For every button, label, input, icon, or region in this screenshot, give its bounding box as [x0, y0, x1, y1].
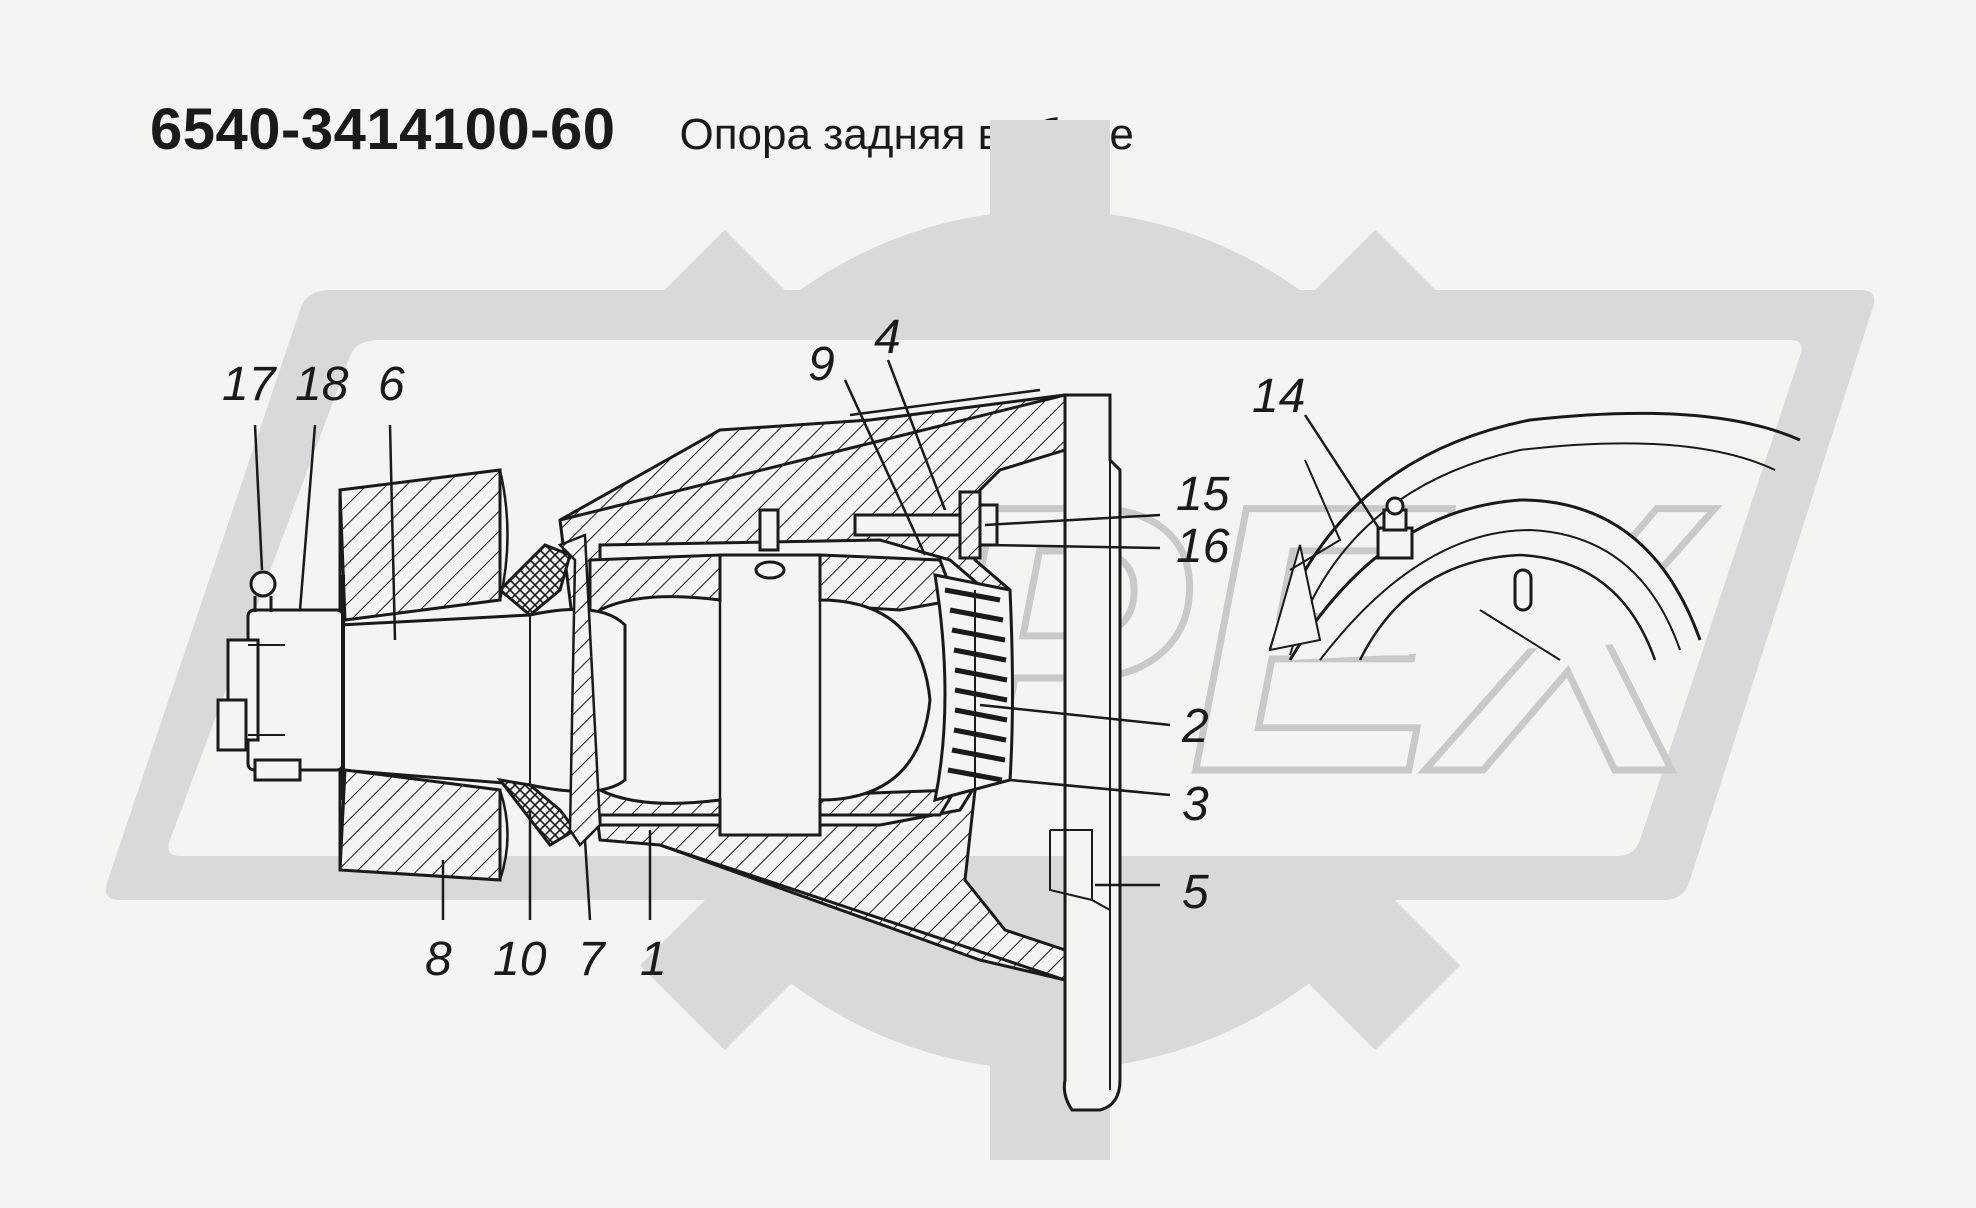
pin-shaft — [338, 607, 627, 793]
callout-17: 17 — [222, 358, 278, 411]
frame-member — [338, 468, 509, 882]
callout-6: 6 — [378, 358, 405, 411]
callout-labels: 17 18 6 9 4 14 15 16 2 3 5 8 10 7 1 — [222, 311, 1305, 986]
callout-14: 14 — [1252, 370, 1305, 423]
callout-15: 15 — [1176, 468, 1230, 521]
callout-4: 4 — [874, 311, 901, 364]
rubber-bushing — [496, 533, 602, 847]
leader-lines — [253, 359, 1382, 921]
bracket-plate — [1049, 393, 1122, 1112]
callout-5: 5 — [1182, 866, 1209, 919]
hub-view — [1268, 411, 1801, 661]
callout-1: 1 — [640, 933, 667, 986]
callout-8: 8 — [425, 933, 452, 986]
assembly-parts — [216, 388, 1801, 1112]
callout-7: 7 — [578, 933, 607, 986]
callout-10: 10 — [493, 933, 547, 986]
callout-16: 16 — [1176, 520, 1230, 573]
ball-pin — [598, 553, 932, 837]
spring — [933, 573, 1014, 803]
cotter-pin — [249, 570, 277, 612]
callout-2: 2 — [1181, 700, 1209, 753]
castle-nut — [216, 575, 345, 800]
part-number: 6540-3414100-60 — [150, 97, 616, 162]
callout-3: 3 — [1182, 778, 1209, 831]
callout-9: 9 — [808, 338, 835, 391]
callout-18: 18 — [295, 358, 349, 411]
